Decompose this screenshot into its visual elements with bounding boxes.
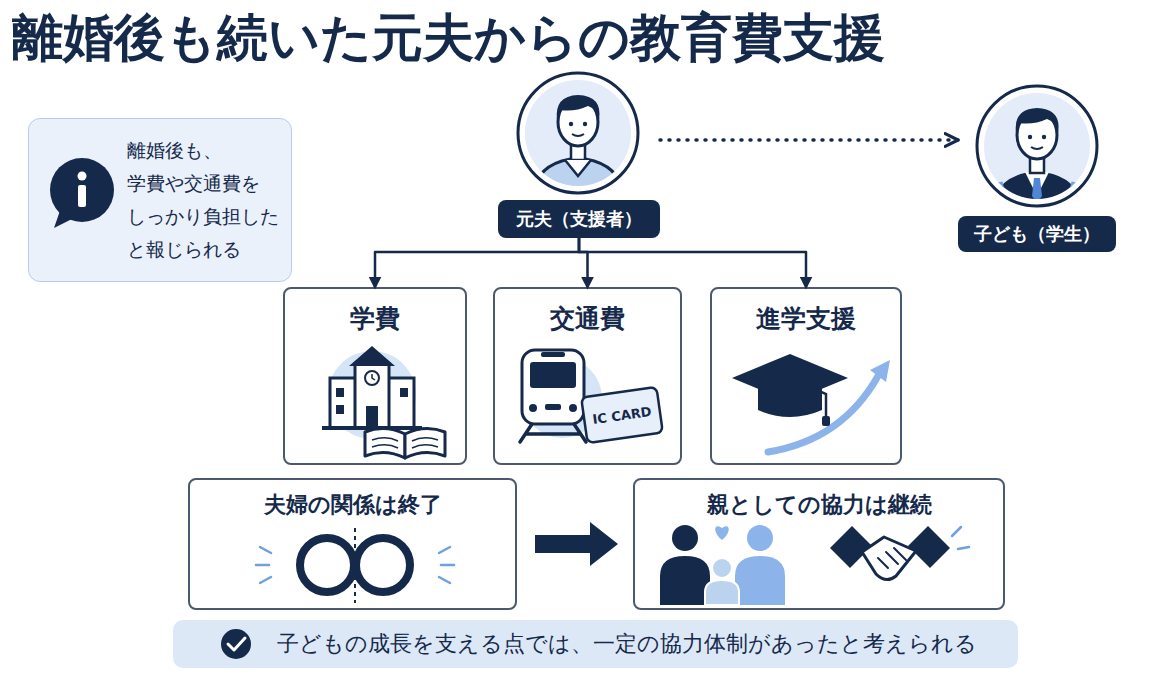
block-arrow — [535, 522, 618, 566]
info-icon — [50, 158, 114, 228]
node-text: 元夫（支援者） — [516, 207, 642, 231]
dotted-arrow — [660, 138, 958, 142]
father-avatar — [518, 73, 638, 200]
name-pill: 子ども（学生） — [958, 216, 1116, 252]
node-text: 進学支援 — [712, 289, 900, 335]
branch-arrow — [579, 238, 588, 287]
train-icon — [520, 350, 663, 443]
school-icon — [322, 346, 445, 458]
rings-icon — [256, 528, 454, 603]
node-text: 子どもの成長を支える点では、一定の協力体制があったと考えられる — [277, 630, 977, 658]
student-avatar — [977, 86, 1097, 213]
branch-arrow — [579, 238, 806, 287]
node-text: 交通費 — [495, 289, 680, 335]
node-text: 学費 — [285, 289, 465, 335]
branch-arrow — [375, 238, 579, 287]
conclusion-band: 子どもの成長を支える点では、一定の協力体制があったと考えられる — [173, 620, 1018, 668]
family-icon — [660, 525, 785, 605]
check-icon — [221, 629, 251, 659]
node-text: 子ども（学生） — [974, 222, 1100, 246]
title: 離婚後も続いた元夫からの教育費支援 — [12, 6, 885, 70]
node-text: 夫婦の関係は終了 — [190, 480, 515, 520]
handshake-icon — [830, 526, 969, 580]
name-pill: 元夫（支援者） — [498, 200, 660, 238]
node-text: 親としての協力は継続 — [635, 480, 1003, 520]
relation-box: 夫婦の関係は終了 — [188, 478, 517, 610]
graduation-icon — [732, 354, 890, 452]
node-text: 離婚後も、 学費や交通費を しっかり負担した と報じられる — [127, 134, 291, 266]
